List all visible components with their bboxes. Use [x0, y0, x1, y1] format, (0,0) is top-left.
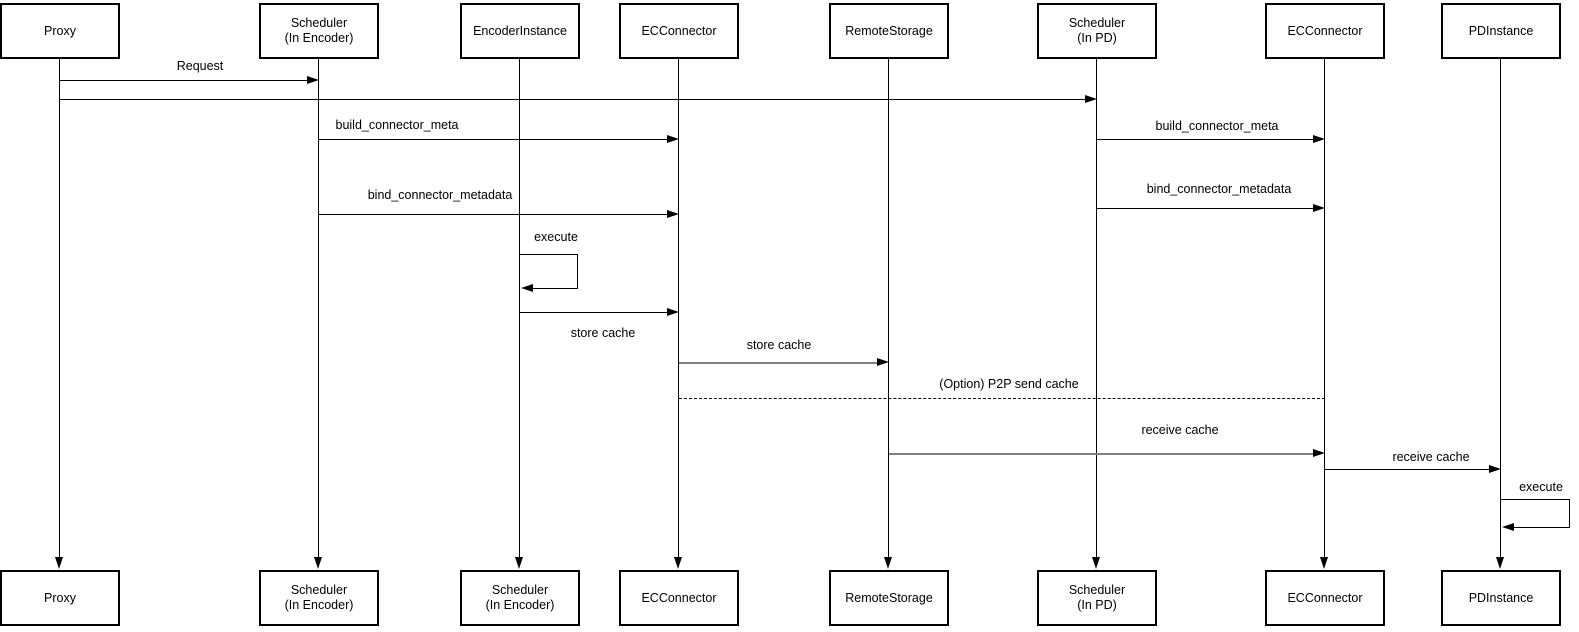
- actor-box-top-remote-storage: RemoteStorage: [829, 3, 949, 59]
- message-label: build_connector_meta: [1154, 119, 1280, 133]
- message-label: build_connector_meta: [334, 118, 460, 132]
- self-message-bottom-line: [530, 288, 578, 289]
- actor-box-bottom-ec-connector-pd: ECConnector: [1265, 570, 1385, 626]
- actor-box-top-ec-connector-encoder: ECConnector: [619, 3, 739, 59]
- actor-box-bottom-scheduler-in-encoder: Scheduler (In Encoder): [259, 570, 379, 626]
- message-arrowhead: [667, 308, 679, 316]
- message-line: [1325, 469, 1491, 470]
- lifeline-end-arrowhead-scheduler-in-pd: [1092, 557, 1100, 569]
- message-line: [889, 453, 1315, 455]
- actor-box-top-proxy: Proxy: [0, 3, 120, 59]
- message-line: [520, 312, 669, 313]
- lifeline-end-arrowhead-encoder-instance: [515, 557, 523, 569]
- message-label: bind_connector_metadata: [366, 188, 514, 202]
- self-message-arrowhead: [1502, 523, 1514, 531]
- message-arrowhead: [877, 358, 889, 366]
- lifeline-pd-instance: [1500, 59, 1502, 558]
- actor-box-bottom-scheduler-in-pd: Scheduler (In PD): [1037, 570, 1157, 626]
- lifeline-remote-storage: [888, 59, 890, 558]
- lifeline-end-arrowhead-remote-storage: [884, 557, 892, 569]
- message-arrowhead: [1489, 465, 1501, 473]
- message-line: [319, 214, 669, 215]
- lifeline-end-arrowhead-ec-connector-pd: [1320, 557, 1328, 569]
- message-label: receive cache: [1391, 450, 1471, 464]
- actor-box-bottom-remote-storage: RemoteStorage: [829, 570, 949, 626]
- self-message-top-line: [520, 254, 578, 255]
- actor-box-bottom-pd-instance: PDInstance: [1441, 570, 1561, 626]
- lifeline-end-arrowhead-ec-connector-encoder: [674, 557, 682, 569]
- self-message-bottom-line: [1511, 527, 1570, 528]
- message-line: [1097, 208, 1315, 209]
- message-line: [319, 139, 669, 140]
- self-message-right-line: [1568, 499, 1570, 527]
- lifeline-end-arrowhead-pd-instance: [1496, 557, 1504, 569]
- self-message-top-line: [1501, 499, 1570, 500]
- message-label: Request: [175, 59, 225, 73]
- actor-box-top-scheduler-in-encoder: Scheduler (In Encoder): [259, 3, 379, 59]
- message-arrowhead: [1313, 449, 1325, 457]
- message-line: [60, 80, 309, 81]
- message-line: [60, 99, 1087, 100]
- actor-box-bottom-ec-connector-encoder: ECConnector: [619, 570, 739, 626]
- lifeline-end-arrowhead-proxy: [55, 557, 63, 569]
- message-label: store cache: [569, 326, 637, 340]
- lifeline-end-arrowhead-scheduler-in-encoder: [314, 557, 322, 569]
- message-line: [679, 398, 1325, 399]
- lifeline-encoder-instance: [519, 59, 521, 558]
- lifeline-ec-connector-pd: [1324, 59, 1326, 558]
- actor-box-top-ec-connector-pd: ECConnector: [1265, 3, 1385, 59]
- lifeline-scheduler-in-encoder: [318, 59, 320, 558]
- self-message-right-line: [576, 254, 578, 288]
- message-label: receive cache: [1140, 423, 1220, 437]
- message-arrowhead: [1085, 95, 1097, 103]
- lifeline-scheduler-in-pd: [1096, 59, 1098, 558]
- actor-box-top-encoder-instance: EncoderInstance: [460, 3, 580, 59]
- self-message-label: execute: [533, 230, 579, 244]
- actor-box-top-scheduler-in-pd: Scheduler (In PD): [1037, 3, 1157, 59]
- message-line: [679, 362, 879, 364]
- self-message-arrowhead: [521, 284, 533, 292]
- message-label: bind_connector_metadata: [1145, 182, 1293, 196]
- message-label: store cache: [745, 338, 813, 352]
- actor-box-bottom-encoder-instance: Scheduler (In Encoder): [460, 570, 580, 626]
- message-arrowhead: [667, 210, 679, 218]
- message-arrowhead: [667, 135, 679, 143]
- message-label: (Option) P2P send cache: [938, 377, 1080, 391]
- message-arrowhead: [307, 76, 319, 84]
- actor-box-bottom-proxy: Proxy: [0, 570, 120, 626]
- message-arrowhead: [1313, 135, 1325, 143]
- self-message-label: execute: [1518, 480, 1564, 494]
- actor-box-top-pd-instance: PDInstance: [1441, 3, 1561, 59]
- message-line: [1097, 139, 1315, 140]
- lifeline-proxy: [59, 59, 61, 558]
- message-arrowhead: [1313, 204, 1325, 212]
